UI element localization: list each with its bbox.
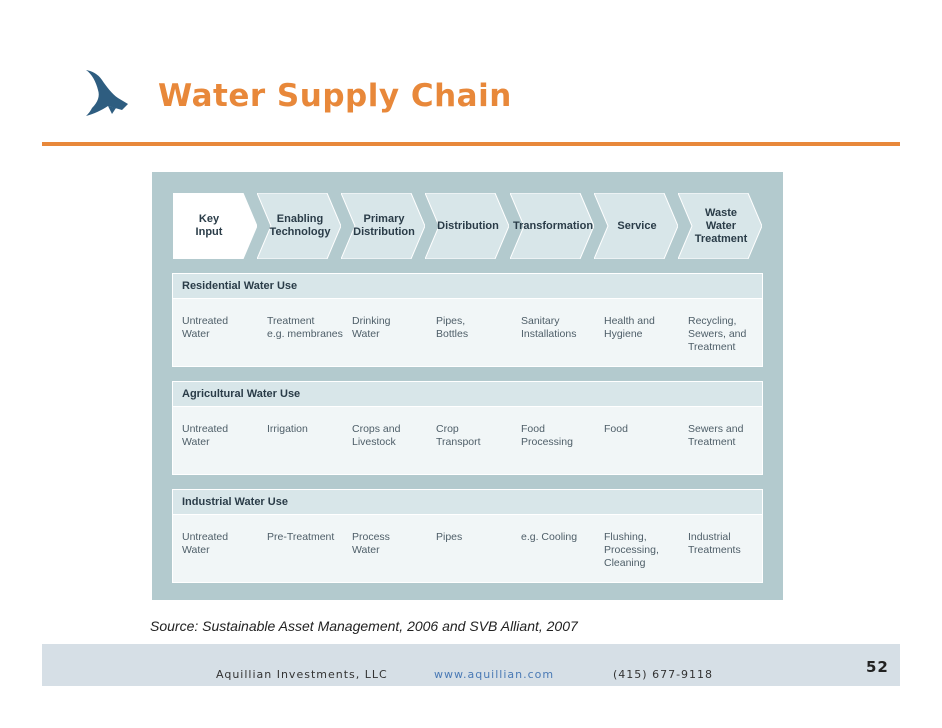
stage-chevron: Service [594,193,678,259]
section-cell: Untreated Water [182,423,229,448]
section-cell: Sewers and Treatment [688,423,744,448]
section-cell: Sanitary Installations [521,315,577,340]
section-cell: Recycling, Sewers, and Treatment [688,315,747,353]
section-cell: e.g. Cooling [521,531,578,543]
section-cell: Irrigation [267,423,308,435]
stage-label: Waste Water Treatment [694,206,748,245]
stage-chevron: Transformation [510,193,594,259]
section-cell: Pre-Treatment [267,531,335,543]
section-cell: Drinking Water [352,315,391,340]
footer-company: Aquillian Investments, LLC [216,668,388,681]
stage-label: Transformation [512,219,594,232]
page-title: Water Supply Chain [158,78,512,114]
section-cell: Pipes [436,531,463,543]
stage-chevron: Key Input [173,193,257,259]
section-title: Agricultural Water Use [173,382,762,407]
company-logo [82,68,130,118]
stage-label: Primary Distribution [353,213,415,238]
section-cell: Crops and Livestock [352,423,401,448]
stage-chevron: Distribution [425,193,509,259]
section-cell: Treatment e.g. membranes [267,315,343,340]
section-cell: Process Water [352,531,390,556]
section-cell: Untreated Water [182,315,229,340]
section-cell: Flushing, Processing, Cleaning [604,531,659,569]
stage-label: Key Input [195,213,223,238]
source-note: Source: Sustainable Asset Management, 20… [150,618,578,634]
footer: Aquillian Investments, LLC www.aquillian… [42,644,900,686]
footer-phone: (415) 677-9118 [613,668,714,681]
section-title: Industrial Water Use [173,490,762,515]
stage-chevron: Waste Water Treatment [678,193,762,259]
stage-chevron: Primary Distribution [341,193,425,259]
stage-label: Distribution [437,219,499,232]
title-divider [42,142,900,146]
stage-label: Enabling Technology [269,213,331,238]
section-cell: Pipes, Bottles [436,315,469,340]
section-cell: Health and Hygiene [604,315,655,340]
bird-logo-icon [86,70,128,116]
section-cell: Untreated Water [182,531,229,556]
section-title: Residential Water Use [173,274,762,299]
section-cell: Food [604,423,628,435]
section-cell: Crop Transport [436,423,481,448]
page-number: 52 [866,658,889,676]
section-cell: Food Processing [521,423,573,448]
section-cell: Industrial Treatments [688,531,741,556]
footer-website-link[interactable]: www.aquillian.com [434,668,555,681]
stage-chevron: Enabling Technology [257,193,341,259]
stage-label: Service [617,219,657,232]
